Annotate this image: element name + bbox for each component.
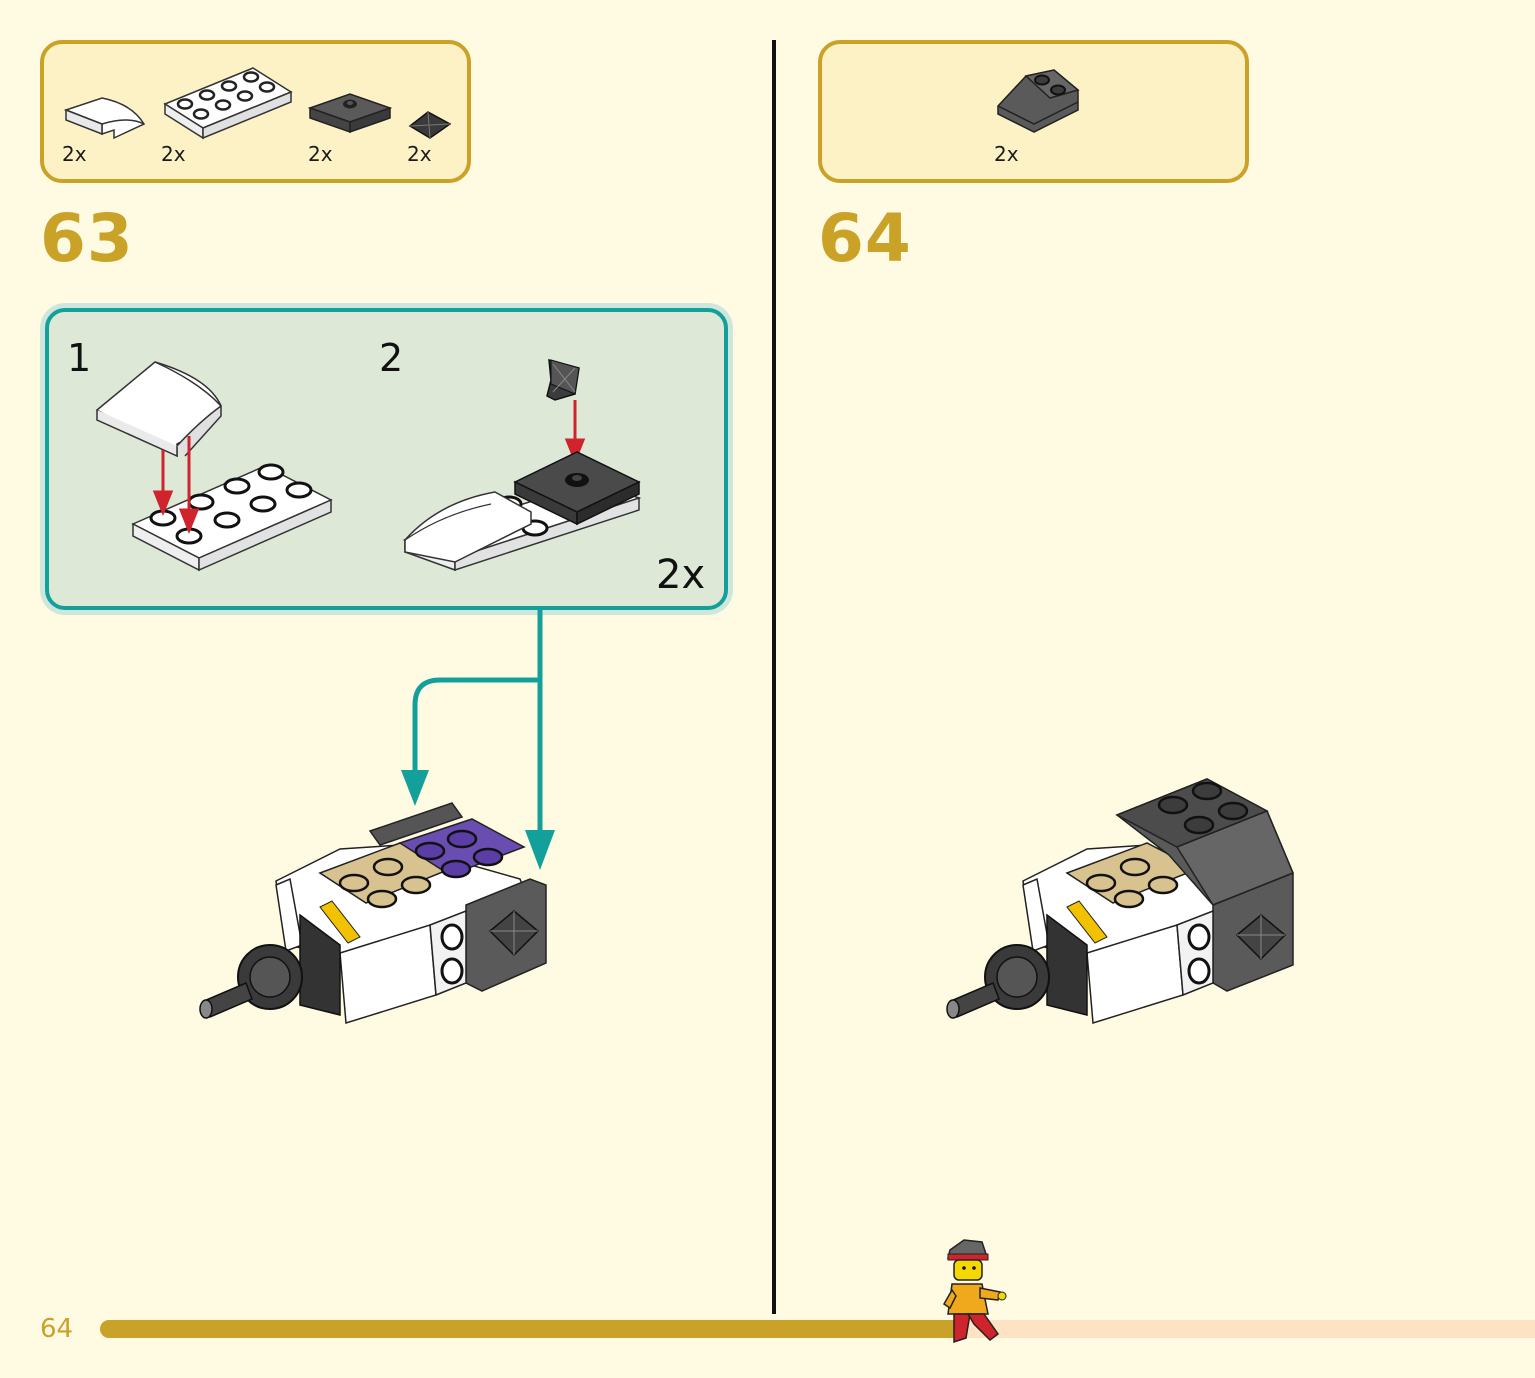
- part-qty: 2x: [308, 142, 333, 166]
- page-number: 64: [40, 1314, 74, 1344]
- dark-grey-jumper-plate-icon: [307, 93, 393, 134]
- dark-grey-slope-brick-icon: [997, 69, 1080, 133]
- progress-bar: [100, 1320, 1535, 1338]
- step-number: 63: [40, 200, 134, 277]
- subassembly-callout: 1 2 2x: [45, 308, 728, 610]
- white-plate-2x4-icon: [163, 67, 293, 140]
- black-pyramid-tile-icon: [408, 111, 452, 139]
- minifigure-progress-icon: [943, 1239, 1007, 1344]
- white-curved-slope-brick-icon: [63, 97, 146, 140]
- subassembly-multiplier: 2x: [656, 552, 706, 598]
- step-number: 64: [818, 200, 912, 277]
- parts-callout-64: 2x: [818, 40, 1249, 183]
- substep-number: 2: [379, 336, 404, 380]
- parts-callout-63: 2x 2x 2x 2x: [40, 40, 471, 183]
- part-qty: 2x: [161, 142, 186, 166]
- substep-1-illustration: [95, 361, 333, 572]
- model-illustration-63: [199, 802, 547, 1024]
- substep-number: 1: [67, 336, 92, 380]
- model-illustration-64: [946, 778, 1294, 1024]
- progress-bar-fill: [100, 1320, 961, 1338]
- part-qty: 2x: [62, 142, 87, 166]
- part-qty: 2x: [994, 142, 1019, 166]
- subassembly-connector-arrows: [401, 610, 555, 870]
- substep-2-illustration: [402, 358, 642, 572]
- part-qty: 2x: [407, 142, 432, 166]
- page-divider: [772, 40, 776, 1314]
